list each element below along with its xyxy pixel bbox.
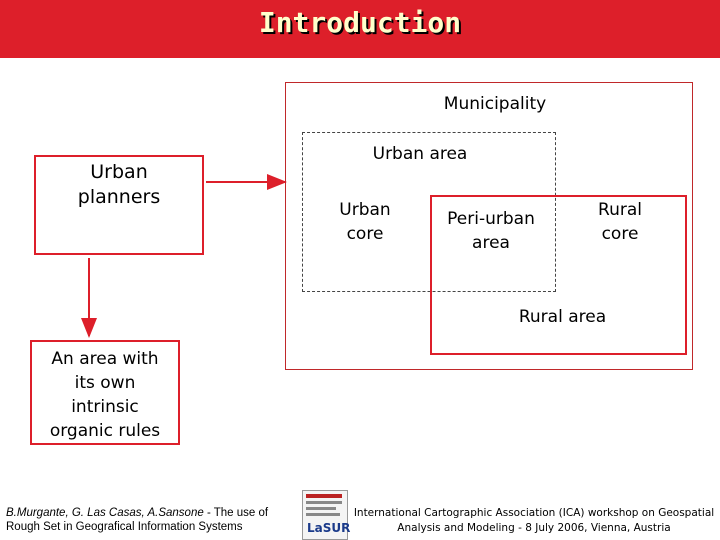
lasur-logo: LaSUR [302, 490, 351, 540]
rural-area-box [430, 195, 687, 355]
organic-rules-box [30, 340, 180, 445]
rural-area-label: Rural area [518, 307, 607, 327]
title-bar [0, 0, 720, 58]
organic-rules-label: An area with its own intrinsic organic r… [49, 349, 161, 441]
municipality-label: Municipality [443, 94, 547, 114]
footer-conference: International Cartographic Association (… [353, 507, 715, 534]
urban-planners-label: Urban planners [77, 161, 161, 208]
rural-core-label: Rural core [598, 200, 642, 244]
municipality-box [285, 82, 693, 370]
urban-planners-box [34, 155, 204, 255]
footer-authors-names: B.Murgante, G. Las Casas, A.Sansone [6, 507, 204, 519]
urban-core-label: Urban core [339, 200, 391, 244]
slide-title: Introduction [258, 6, 462, 39]
urban-area-label: Urban area [372, 144, 468, 164]
urban-area-box [302, 132, 556, 292]
logo-text: LaSUR [307, 521, 351, 535]
footer-authors-rest: - The use of Rough Set in Geografical In… [6, 507, 269, 533]
peri-urban-label: Peri-urban area [447, 209, 535, 253]
footer-authors: B.Murgante, G. Las Casas, A.Sansone - Th… [6, 506, 296, 534]
